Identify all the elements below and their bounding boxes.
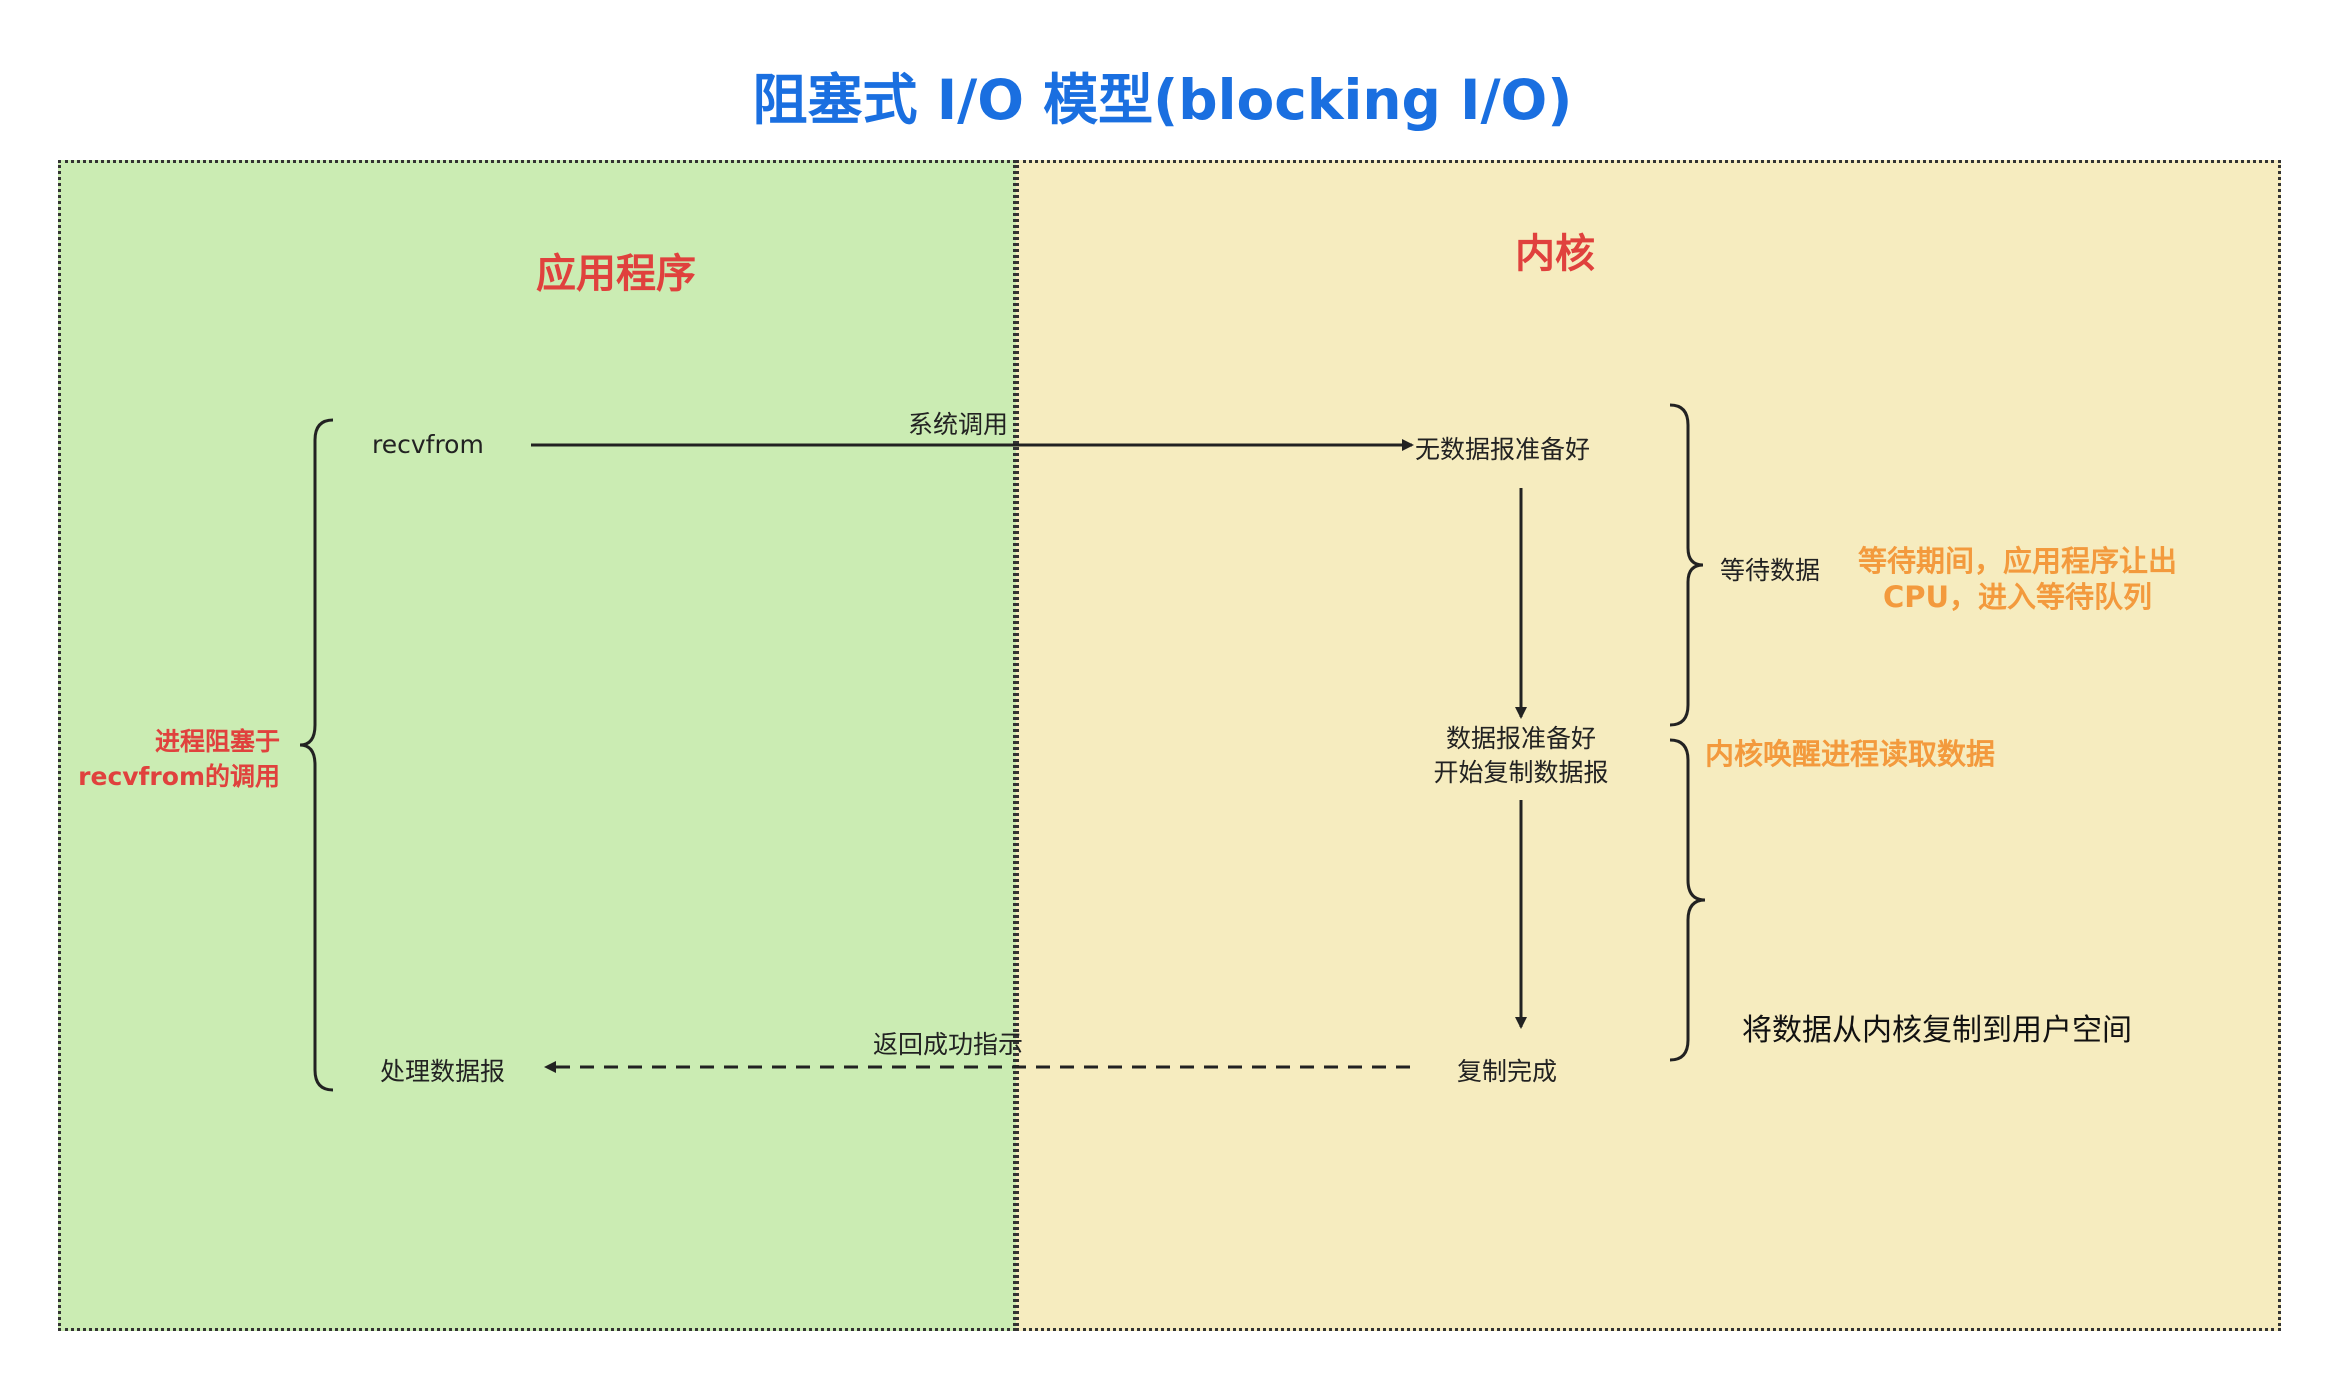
blocked-note-line-1: 进程阻塞于	[154, 727, 280, 756]
waiting-note-line-1: 等待期间，应用程序让出	[1858, 544, 2178, 578]
application-region-title: 应用程序	[536, 251, 696, 297]
diagram-title: 阻塞式 I/O 模型(blocking I/O)	[752, 68, 1573, 132]
process-datagram-node: 处理数据报	[380, 1057, 506, 1086]
syscall-edge-label: 系统调用	[908, 410, 1009, 439]
waiting-note: 等待期间，应用程序让出 CPU，进入等待队列	[1858, 543, 2177, 615]
blocked-brace	[299, 418, 334, 1092]
wait-data-label: 等待数据	[1720, 556, 1821, 585]
kernel-region: 内核	[1016, 160, 2281, 1331]
wake-note: 内核唤醒进程读取数据	[1705, 737, 1996, 771]
wait-brace	[1669, 403, 1704, 727]
no-datagram-ready-node: 无数据报准备好	[1415, 435, 1591, 464]
recvfrom-node: recvfrom	[372, 430, 484, 459]
application-region: 应用程序	[58, 160, 1016, 1331]
copy-brace	[1669, 738, 1706, 1062]
return-edge-label: 返回成功指示	[873, 1030, 1024, 1059]
copy-complete-node: 复制完成	[1457, 1057, 1558, 1086]
copy-to-user-label: 将数据从内核复制到用户空间	[1742, 1013, 2132, 1048]
blocked-note-line-2: recvfrom的调用	[78, 762, 280, 791]
datagram-ready-line-1: 数据报准备好	[1445, 724, 1596, 753]
waiting-note-line-2: CPU，进入等待队列	[1882, 580, 2153, 614]
datagram-ready-node: 数据报准备好 开始复制数据报	[1410, 722, 1632, 790]
kernel-region-title: 内核	[1515, 231, 1595, 277]
datagram-ready-line-2: 开始复制数据报	[1433, 758, 1609, 787]
blocked-note: 进程阻塞于 recvfrom的调用	[78, 724, 280, 794]
